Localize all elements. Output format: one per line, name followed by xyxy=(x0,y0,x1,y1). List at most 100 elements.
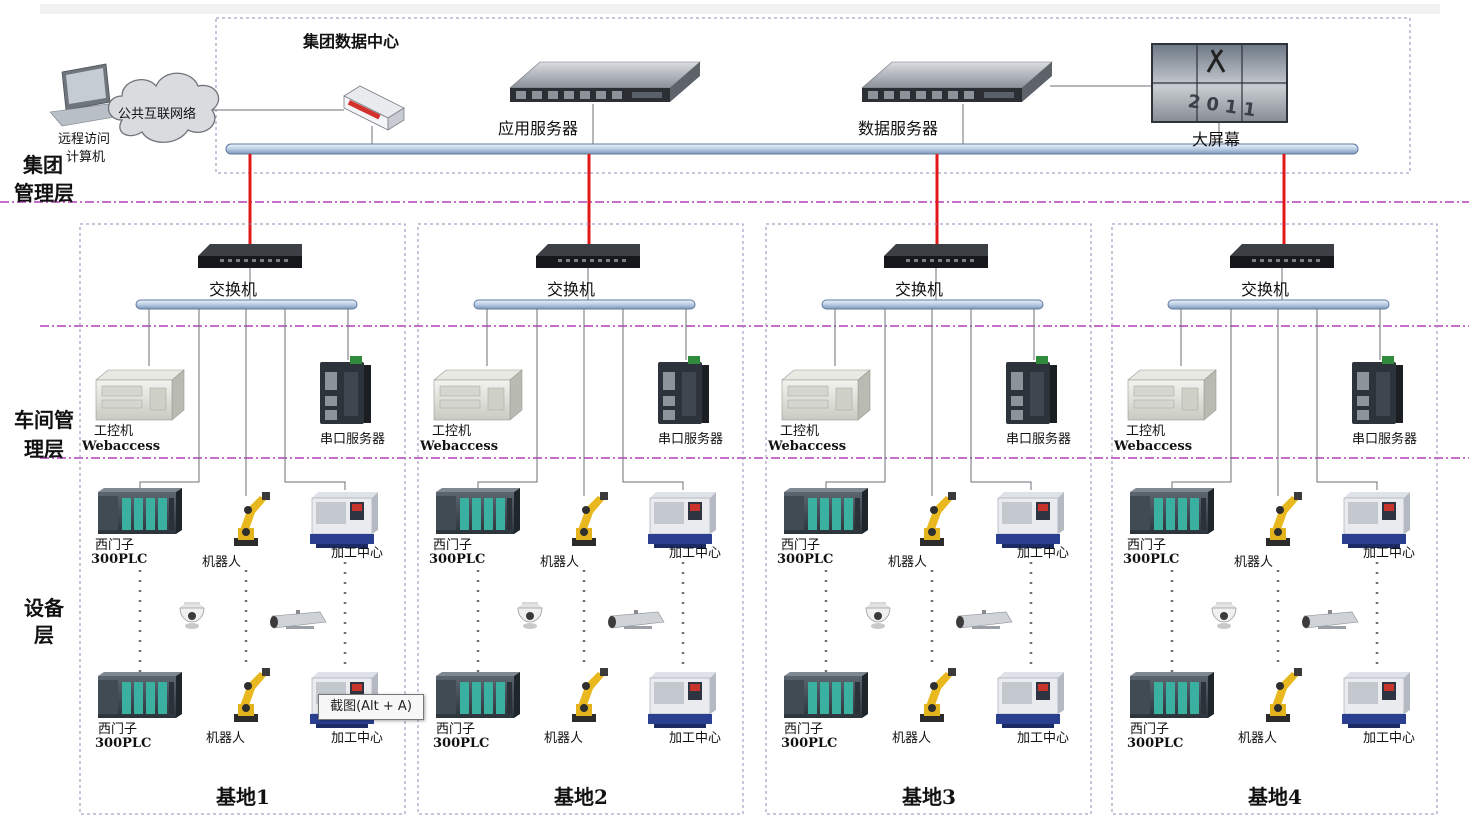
industrial-pc-icon xyxy=(433,369,523,421)
serial-server-label: 串口服务器 xyxy=(1352,432,1418,447)
plc-icon xyxy=(98,488,182,534)
ipc-label: 工控机 xyxy=(1126,424,1166,439)
dome-camera-icon xyxy=(517,601,543,630)
big-screen-icon: 2011 xyxy=(1151,43,1288,123)
cnc-machine-icon xyxy=(995,671,1065,729)
switch-icon xyxy=(198,244,302,268)
switch-label: 交换机 xyxy=(895,280,944,299)
firewall-icon xyxy=(343,85,405,131)
dome-camera-icon xyxy=(865,601,891,630)
plc-label-line1: 西门子 xyxy=(1127,538,1167,553)
group-data-center-box xyxy=(215,17,1411,174)
cnc-machine-icon xyxy=(309,491,379,549)
robot-icon xyxy=(920,668,956,722)
big-screen-label: 大屏幕 xyxy=(1192,130,1241,149)
plc-label-line2: 300PLC xyxy=(781,736,838,751)
data-server-label: 数据服务器 xyxy=(858,119,939,138)
robot-label: 机器人 xyxy=(892,731,932,746)
serial-server-label: 串口服务器 xyxy=(658,432,724,447)
serial-server-label: 串口服务器 xyxy=(1006,432,1072,447)
plc-label-line1: 西门子 xyxy=(436,722,476,737)
bullet-camera-icon xyxy=(269,609,327,630)
robot-label: 机器人 xyxy=(544,731,584,746)
base-links xyxy=(138,268,349,672)
ipc-software-label: Webaccess xyxy=(82,439,161,454)
base-name-label: 基地4 xyxy=(1248,785,1302,809)
application-server-label: 应用服务器 xyxy=(498,119,579,138)
base-4-group xyxy=(1111,223,1438,815)
plc-icon xyxy=(436,672,520,718)
base-name-label: 基地2 xyxy=(554,785,608,809)
application-server-icon xyxy=(509,61,701,103)
cnc-label: 加工中心 xyxy=(1017,546,1070,561)
robot-label: 机器人 xyxy=(1238,731,1278,746)
robot-label: 机器人 xyxy=(202,555,242,570)
switch-bus xyxy=(1167,299,1390,310)
cnc-label: 加工中心 xyxy=(1363,546,1416,561)
ipc-label: 工控机 xyxy=(432,424,472,439)
serial-server-label: 串口服务器 xyxy=(320,432,386,447)
bullet-camera-icon xyxy=(607,609,665,630)
device-layer-label-1: 设备 xyxy=(24,596,64,620)
group-network-bus xyxy=(225,143,1359,155)
workshop-layer-label-1: 车间管 xyxy=(14,408,74,432)
cnc-machine-icon xyxy=(647,671,717,729)
robot-icon xyxy=(572,668,608,722)
plc-icon xyxy=(784,488,868,534)
switch-icon xyxy=(1230,244,1334,268)
watermark-band xyxy=(40,4,1440,14)
ipc-software-label: Webaccess xyxy=(420,439,499,454)
internet-links xyxy=(212,109,373,144)
ipc-software-label: Webaccess xyxy=(1114,439,1193,454)
robot-icon xyxy=(920,492,956,546)
plc-label-line1: 西门子 xyxy=(95,538,135,553)
uplinks xyxy=(248,154,1286,244)
base-links xyxy=(824,268,1035,672)
group-data-center-title: 集团数据中心 xyxy=(303,32,400,51)
plc-label-line2: 300PLC xyxy=(777,552,834,567)
ipc-label: 工控机 xyxy=(780,424,820,439)
base-links xyxy=(1170,268,1381,672)
cnc-label: 加工中心 xyxy=(331,546,384,561)
plc-label-line2: 300PLC xyxy=(91,552,148,567)
internet-label: 公共互联网络 xyxy=(118,107,197,122)
base-box xyxy=(417,223,744,815)
switch-icon xyxy=(884,244,988,268)
cnc-label: 加工中心 xyxy=(669,731,722,746)
cnc-machine-icon xyxy=(1341,671,1411,729)
plc-icon xyxy=(1130,488,1214,534)
plc-label-line1: 西门子 xyxy=(781,538,821,553)
cnc-machine-icon xyxy=(647,491,717,549)
industrial-pc-icon xyxy=(781,369,871,421)
laptop-icon xyxy=(49,63,121,127)
switch-bus xyxy=(473,299,696,310)
serial-server-icon xyxy=(658,356,709,424)
device-layer-label-2: 层 xyxy=(34,623,54,647)
switch-icon xyxy=(536,244,640,268)
robot-label: 机器人 xyxy=(540,555,580,570)
plc-label-line2: 300PLC xyxy=(95,736,152,751)
plc-label-line2: 300PLC xyxy=(1127,736,1184,751)
base-links xyxy=(476,268,687,672)
switch-bus xyxy=(135,299,358,310)
switch-label: 交换机 xyxy=(547,280,596,299)
plc-label-line2: 300PLC xyxy=(1123,552,1180,567)
robot-icon xyxy=(234,668,270,722)
plc-icon xyxy=(98,672,182,718)
plc-label-line1: 西门子 xyxy=(784,722,824,737)
cnc-label: 加工中心 xyxy=(669,546,722,561)
plc-label-line1: 西门子 xyxy=(433,538,473,553)
base-name-label: 基地3 xyxy=(902,785,956,809)
robot-icon xyxy=(572,492,608,546)
base-3-group xyxy=(765,223,1092,815)
bullet-camera-icon xyxy=(955,609,1013,630)
dome-camera-icon xyxy=(1211,601,1237,630)
base-box xyxy=(1111,223,1438,815)
layer-dividers xyxy=(0,201,1469,459)
switch-bus xyxy=(821,299,1044,310)
ipc-software-label: Webaccess xyxy=(768,439,847,454)
cnc-label: 加工中心 xyxy=(1017,731,1070,746)
group-layer-label-2: 管理层 xyxy=(14,181,74,205)
